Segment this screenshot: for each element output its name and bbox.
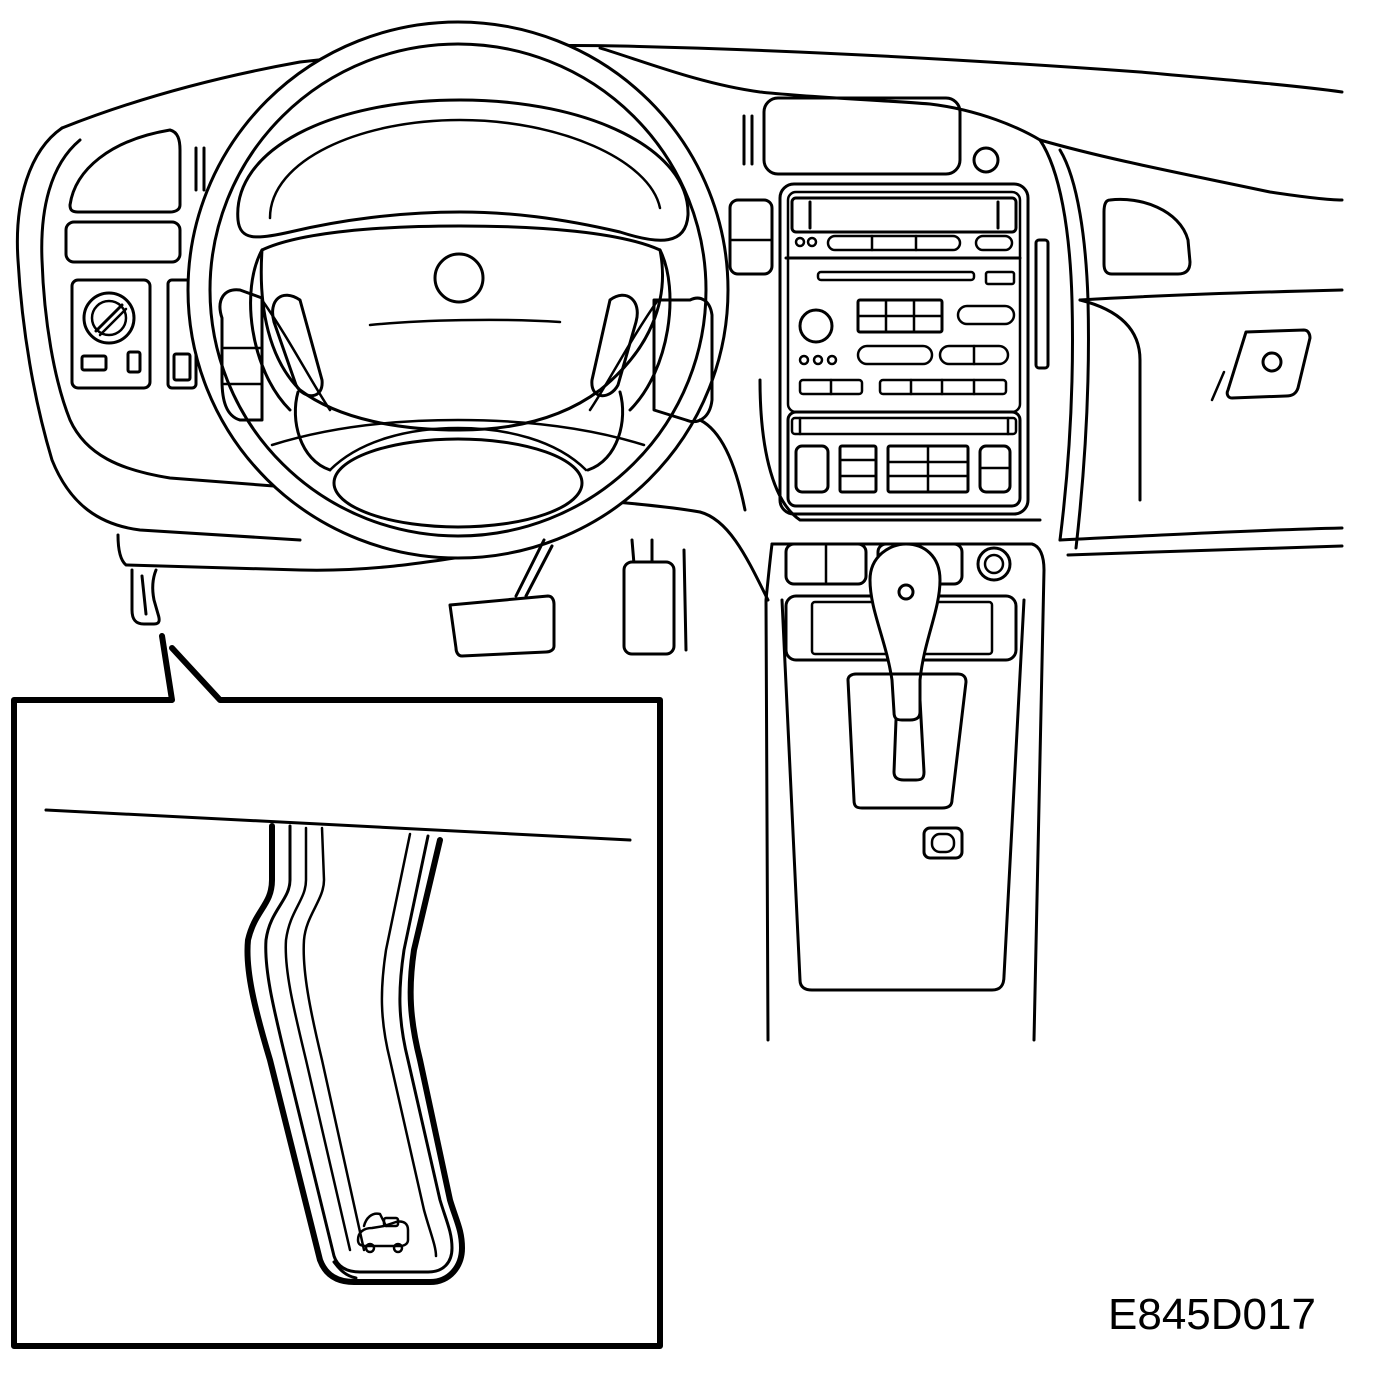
right-dash [1104, 199, 1310, 400]
steering-wheel [188, 22, 728, 558]
hood-release-location [132, 570, 159, 624]
figure-id-label: E845D017 [1108, 1290, 1316, 1339]
hood-open-icon [358, 1214, 408, 1252]
center-console [766, 544, 1044, 1040]
pedals [450, 540, 686, 656]
callout-pointer [14, 636, 660, 1346]
center-stack [730, 98, 1048, 514]
left-switch-panel [66, 130, 204, 388]
hood-release-handle [46, 810, 630, 1282]
